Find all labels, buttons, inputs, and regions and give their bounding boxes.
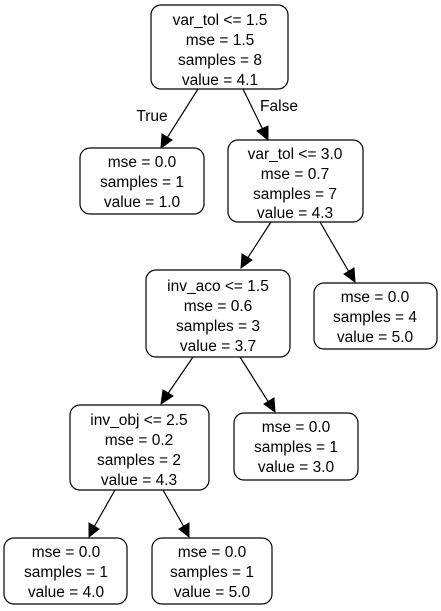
- edge-n2-n4: [319, 221, 356, 284]
- edge-n0-n1: True: [136, 88, 199, 150]
- node-leaf-6-line-3: value = 3.0: [258, 459, 335, 476]
- tree-node-leaf-1: mse = 0.0 samples = 1 value = 1.0: [79, 147, 205, 215]
- tree-node-leaf-6: mse = 0.0 samples = 1 value = 3.0: [233, 412, 359, 481]
- node-leaf-1-line-2: samples = 1: [100, 174, 184, 191]
- node-leaf-6-line-2: samples = 1: [254, 439, 338, 456]
- edge-n5-n8: [162, 489, 190, 539]
- edge-n2-n3: [240, 221, 272, 270]
- edge-n3-n6: [239, 356, 276, 414]
- node-split-2-line-1: var_tol <= 3.0: [248, 146, 343, 163]
- node-leaf-7-line-2: samples = 1: [24, 564, 108, 581]
- node-leaf-6-line-1: mse = 0.0: [262, 419, 331, 436]
- node-split-3-line-3: samples = 3: [176, 318, 260, 335]
- tree-node-split-var-tol-3: var_tol <= 3.0 mse = 0.7 samples = 7 val…: [227, 139, 364, 223]
- node-split-2-line-4: value = 4.3: [257, 205, 333, 222]
- edges: True False: [88, 88, 356, 539]
- tree-node-leaf-4: mse = 0.0 samples = 4 value = 5.0: [313, 282, 438, 350]
- node-leaf-4-line-1: mse = 0.0: [341, 289, 410, 306]
- edge-label-false: False: [260, 98, 298, 115]
- edge-n0-n2: False: [242, 88, 298, 142]
- edge-n5-n7: [88, 489, 116, 539]
- tree-node-leaf-7: mse = 0.0 samples = 1 value = 4.0: [3, 537, 128, 605]
- node-leaf-1-line-3: value = 1.0: [104, 194, 181, 211]
- node-root-line-4: value = 4.1: [182, 72, 258, 89]
- node-leaf-8-line-2: samples = 1: [170, 564, 254, 581]
- node-split-5-line-4: value = 4.3: [101, 472, 177, 489]
- tree-node-split-inv-aco: inv_aco <= 1.5 mse = 0.6 samples = 3 val…: [145, 269, 291, 358]
- node-split-2-line-2: mse = 0.7: [261, 166, 330, 183]
- node-leaf-8-line-3: value = 5.0: [174, 584, 251, 601]
- edge-n3-n5: [160, 356, 194, 406]
- node-split-3-line-1: inv_aco <= 1.5: [167, 278, 269, 295]
- node-root-line-2: mse = 1.5: [186, 32, 255, 49]
- node-split-5-line-1: inv_obj <= 2.5: [90, 412, 187, 429]
- node-root-line-3: samples = 8: [178, 52, 262, 69]
- node-leaf-7-line-1: mse = 0.0: [32, 544, 101, 561]
- node-split-2-line-3: samples = 7: [253, 186, 337, 203]
- node-split-3-line-4: value = 3.7: [180, 338, 256, 355]
- node-split-3-line-2: mse = 0.6: [184, 298, 253, 315]
- node-leaf-1-line-1: mse = 0.0: [108, 154, 177, 171]
- node-leaf-8-line-1: mse = 0.0: [178, 544, 247, 561]
- node-split-5-line-2: mse = 0.2: [105, 432, 174, 449]
- node-leaf-4-line-2: samples = 4: [333, 309, 417, 326]
- node-split-5-line-3: samples = 2: [97, 452, 181, 469]
- tree-node-root: var_tol <= 1.5 mse = 1.5 samples = 8 val…: [150, 4, 289, 90]
- node-leaf-4-line-3: value = 5.0: [337, 329, 414, 346]
- edge-label-true: True: [136, 108, 167, 125]
- node-leaf-7-line-3: value = 4.0: [28, 584, 105, 601]
- tree-node-leaf-8: mse = 0.0 samples = 1 value = 5.0: [151, 537, 273, 605]
- tree-node-split-inv-obj: inv_obj <= 2.5 mse = 0.2 samples = 2 val…: [69, 404, 210, 491]
- node-root-line-1: var_tol <= 1.5: [173, 12, 268, 29]
